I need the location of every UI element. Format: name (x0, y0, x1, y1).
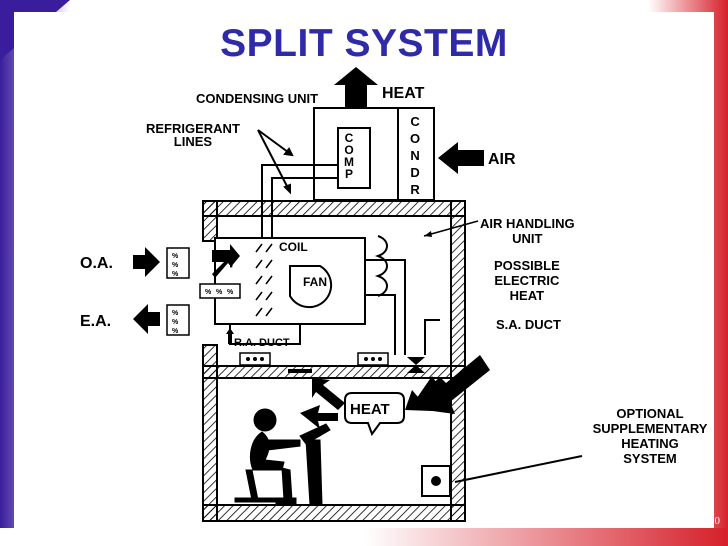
heat-up-arrow (334, 67, 378, 108)
heat-bubble (344, 392, 405, 437)
condr-label: C O N D R (410, 114, 421, 197)
air-handling-unit-label: AIR HANDLING UNIT (480, 216, 575, 246)
heat-room-label: HEAT (350, 401, 390, 418)
svg-text:%: % (172, 271, 179, 278)
wall-heater (421, 465, 451, 497)
svg-text:%: % (172, 253, 179, 260)
electric-heater-coil (374, 235, 388, 297)
optional-supplementary-heating-label: OPTIONAL SUPPLEMENTARY HEATING SYSTEM (592, 406, 708, 466)
fan-label: FAN (303, 275, 327, 289)
left-wall-upper (202, 200, 218, 242)
svg-text:%: % (216, 289, 223, 296)
condensing-unit-label: CONDENSING UNIT (196, 91, 319, 106)
optional-heating-pointer (454, 455, 583, 483)
comp-box (337, 127, 371, 189)
slide-title: SPLIT SYSTEM (220, 22, 508, 65)
damper-marks: %%% %%% %%% (172, 253, 234, 335)
person-at-desk (234, 408, 331, 506)
grille-dots (246, 357, 382, 361)
building-walls (202, 200, 466, 522)
air-handling-unit (214, 237, 440, 355)
right-wall (450, 200, 466, 522)
svg-text:%: % (172, 262, 179, 269)
air-label: AIR (488, 151, 516, 168)
airflow-arrows (133, 244, 240, 344)
heat-top-label: HEAT (382, 85, 425, 102)
coil-label: COIL (279, 240, 308, 254)
bottom-frame-gradient (0, 528, 728, 546)
ra-duct-label: R.A. DUCT (234, 337, 290, 349)
supplementary-heat-arrow (410, 355, 490, 414)
ceiling (202, 365, 466, 379)
fan-housing (289, 265, 333, 309)
svg-text:%: % (172, 319, 179, 326)
svg-text:%: % (172, 328, 179, 335)
roof (202, 200, 466, 217)
coil (255, 243, 273, 317)
floor (202, 504, 466, 522)
sa-duct-label: S.A. DUCT (496, 317, 561, 332)
refrigerant-lines-label: REFRIGERANT LINES (146, 121, 240, 149)
svg-text:%: % (205, 289, 212, 296)
svg-text:%: % (227, 289, 234, 296)
comp-label: C O M P (344, 131, 354, 181)
air-arrow (438, 142, 484, 174)
damper-boxes (166, 247, 389, 366)
possible-electric-heat-label: POSSIBLE ELECTRIC HEAT (494, 258, 560, 303)
oa-label: O.A. (80, 255, 113, 272)
slide-number: Slide 20 (683, 515, 720, 527)
refrigerant-lines (257, 129, 338, 238)
svg-text:%: % (172, 310, 179, 317)
condensing-unit (313, 107, 435, 201)
ahu-pointer (423, 220, 479, 237)
ea-label: E.A. (80, 313, 112, 330)
